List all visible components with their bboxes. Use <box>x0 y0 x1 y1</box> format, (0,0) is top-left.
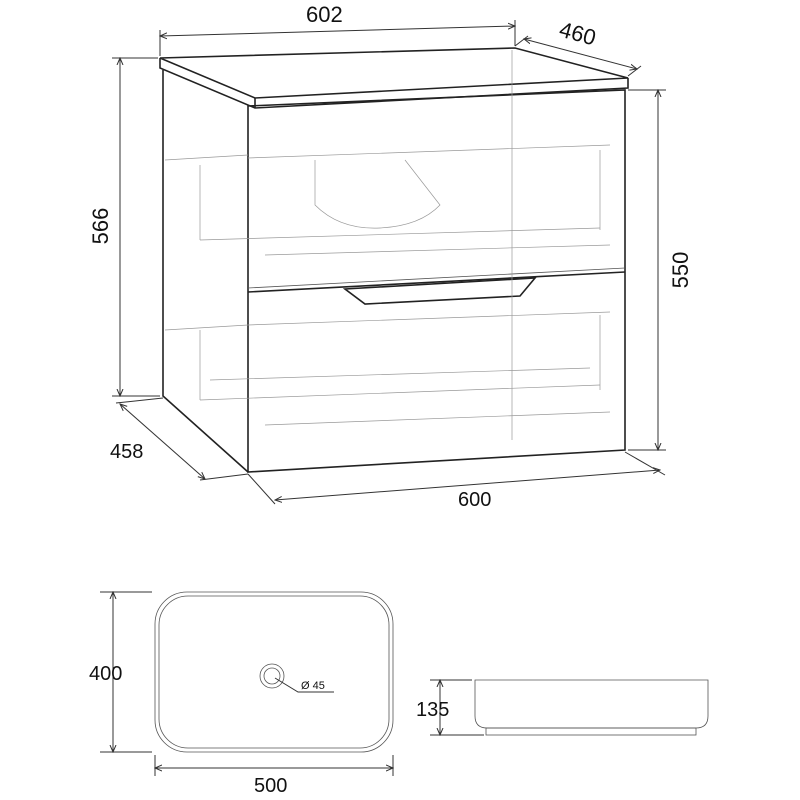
dim-basin-height: 400 <box>89 663 122 685</box>
dim-basin-depth: 135 <box>416 699 449 721</box>
countertop-top-surface <box>159 47 629 99</box>
cabinet-dimensions: 602 460 566 550 458 600 <box>88 2 693 511</box>
dim-body-width: 600 <box>458 489 491 511</box>
cabinet-side <box>162 70 249 473</box>
basin-side-view: 135 <box>416 680 709 735</box>
cabinet-front <box>247 89 626 473</box>
drain-icon <box>259 663 285 689</box>
basin-top-view: Ø 45 400 500 <box>89 592 393 797</box>
dim-top-depth: 460 <box>557 17 599 51</box>
dim-total-height: 566 <box>88 208 113 245</box>
cabinet-drawing <box>159 47 629 473</box>
dim-body-height: 550 <box>668 252 693 289</box>
dim-basin-width: 500 <box>254 775 287 797</box>
drawer-divider <box>247 271 626 293</box>
dim-drain-diameter: Ø 45 <box>301 680 325 692</box>
drawer-handle <box>342 277 537 305</box>
dim-side-depth: 458 <box>110 441 143 463</box>
hidden-internal-structure <box>164 50 611 440</box>
dim-top-width: 602 <box>306 2 343 27</box>
